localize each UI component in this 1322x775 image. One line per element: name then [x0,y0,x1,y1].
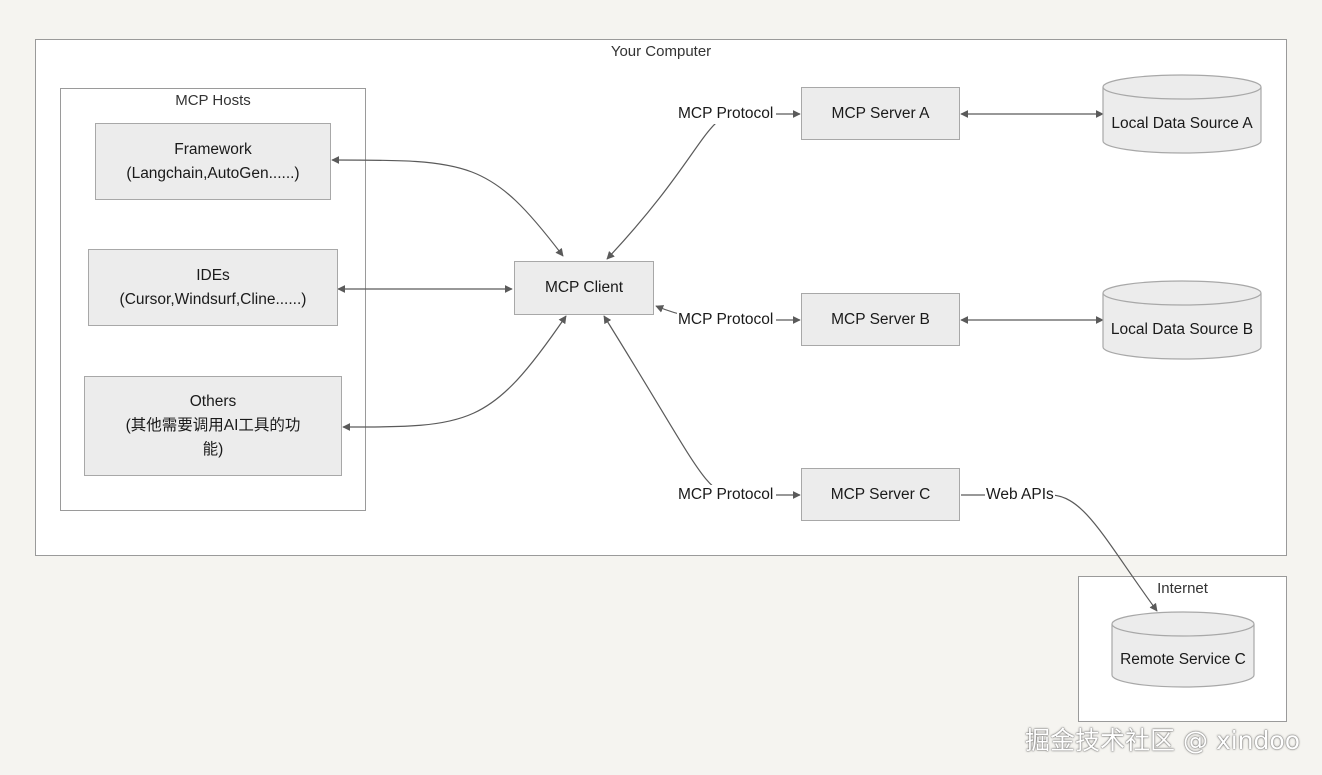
mcp-hosts-label: MCP Hosts [175,92,251,109]
remote-service-c-label: Remote Service C [1120,651,1246,668]
mcp-server-c-label: MCP Server C [830,485,931,503]
local-data-source-a-label: Local Data Source A [1111,115,1253,132]
others-subtitle-cont: 能) [202,441,224,458]
ides-subtitle: (Cursor,Windsurf,Cline......) [119,290,307,308]
others-node: Others (其他需要调用AI工具的功 能) [84,376,342,476]
mcp-protocol-label-a: MCP Protocol [677,104,775,124]
others-title: Others [189,393,237,410]
mcp-client-label: MCP Client [544,279,624,296]
framework-node: Framework (Langchain,AutoGen......) [95,123,331,200]
mcp-server-a-node: MCP Server A [801,87,960,140]
ides-node: IDEs (Cursor,Windsurf,Cline......) [88,249,338,326]
mcp-server-b-node: MCP Server B [801,293,960,346]
mcp-protocol-label-c: MCP Protocol [677,485,775,505]
mcp-server-b-label: MCP Server B [831,310,930,328]
others-subtitle: (其他需要调用AI工具的功 [125,417,301,434]
web-apis-label: Web APIs [985,485,1055,505]
mcp-protocol-label-b: MCP Protocol [677,310,775,330]
ides-title: IDEs [196,266,230,284]
internet-label: Internet [1157,580,1208,597]
watermark-text: 掘金技术社区 @ xindoo [1025,726,1300,755]
local-data-source-b-label: Local Data Source B [1110,321,1254,338]
mcp-client-node: MCP Client [514,261,654,315]
mcp-server-c-node: MCP Server C [801,468,960,521]
your-computer-label: Your Computer [610,43,712,60]
framework-subtitle: (Langchain,AutoGen......) [126,164,300,182]
framework-title: Framework [174,140,252,158]
mcp-server-a-label: MCP Server A [831,104,930,122]
